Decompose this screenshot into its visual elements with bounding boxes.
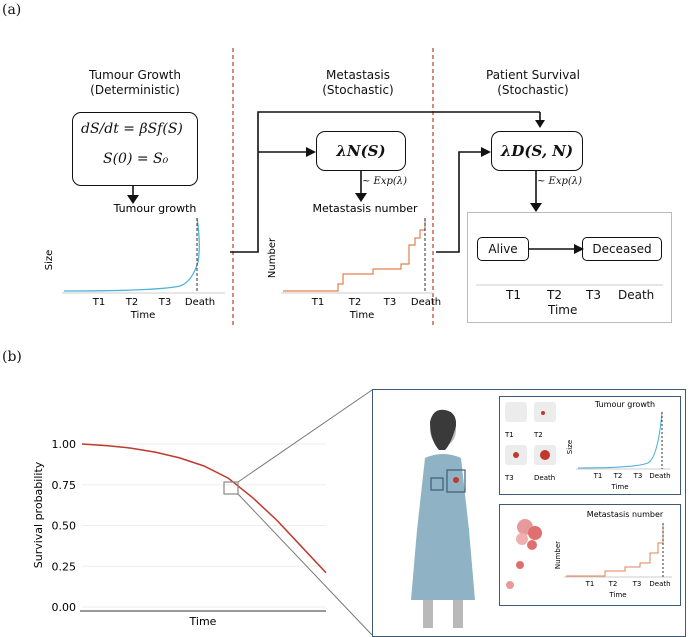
s-tick-death: Death: [618, 288, 655, 302]
ytick-label: 1.00: [52, 438, 77, 451]
metastasis-title-text: Metastasis: [326, 68, 390, 82]
survival-state-panel: Alive Deceased T1 T2 T3 Death Time: [467, 212, 672, 323]
survival-title: Patient Survival (Stochastic): [458, 68, 608, 98]
inset-tumour-curve: [577, 411, 663, 469]
inset-m-t2: T2: [608, 580, 618, 588]
panel-b-label: (b): [2, 349, 22, 365]
survival-grid: [82, 443, 326, 608]
equation-initial: S(0) = S₀: [103, 151, 169, 167]
metastasis-chart-xlabel: Time: [349, 310, 374, 321]
survival-xlabel: Time: [548, 303, 578, 317]
tumour-growth-subtitle: (Deterministic): [90, 83, 180, 97]
tumour-chart-xlabel: Time: [130, 310, 155, 321]
equation-growth: dS/dt = βSf(S): [81, 121, 183, 137]
metastasis-chart: Metastasis number Number T1 T2 T3 Death …: [267, 202, 441, 321]
patient-figure: [411, 409, 475, 628]
ytick-label: 0.50: [52, 520, 77, 533]
stage-t1: T1: [504, 431, 514, 439]
arrow-lambda-n-down: [355, 193, 367, 202]
inset-tumour-ylabel: Size: [566, 440, 574, 454]
s-tick-t3: T3: [586, 288, 601, 302]
inset-metastasis-ylabel: Number: [554, 541, 562, 569]
survival-yticks: 1.00 0.75 0.50 0.25 0.00: [52, 438, 77, 614]
zoom-lines: [237, 389, 373, 636]
zoom-box: [223, 481, 239, 495]
metastasis-subtitle: (Stochastic): [322, 83, 394, 97]
state-alive: Alive: [477, 237, 529, 261]
s-tick-t1: T1: [506, 288, 521, 302]
survival-chart: Survival probability 1.00 0.75 0.50 0.25 0.0…: [32, 438, 327, 628]
zoom-box-tumour: [446, 469, 466, 493]
inset-panel: T1 T2 T3 Death Tumour growth Size T1 T2 …: [372, 389, 686, 637]
arrow-lambda-d-head: [481, 147, 491, 157]
inset-tumour-title: Tumour growth: [594, 400, 655, 409]
tumour-growth-chart: Tumour growth Size T1 T2 T3 Death Time: [44, 202, 225, 321]
lambda-d-box: λD(S, N): [491, 131, 583, 171]
tick-death: Death: [185, 297, 215, 308]
arrow-lambda-n-head: [306, 147, 316, 157]
inset-t-t3: T3: [633, 472, 643, 480]
survival-title-text: Patient Survival: [486, 68, 580, 82]
metastasis-step-curve: [283, 218, 426, 292]
survival-ylabel: Survival probability: [32, 461, 45, 568]
ytick-label: 0.25: [52, 560, 77, 573]
arrow-lambda-d-top-head: [535, 120, 545, 128]
patient-gown: [411, 454, 475, 600]
panel-a-label: (a): [2, 2, 22, 18]
stage-t2: T2: [533, 431, 543, 439]
connector-to-lambda-d: [436, 151, 482, 253]
tumour-growth-title-text: Tumour Growth: [89, 68, 181, 82]
survival-subtitle: (Stochastic): [497, 83, 569, 97]
metastasis-title: Metastasis (Stochastic): [283, 68, 433, 98]
connector-top: [230, 111, 540, 253]
inset-t-t2: T2: [613, 472, 623, 480]
metastasis-exp-label: ~ Exp(λ): [362, 176, 408, 187]
cell-cluster-icon: [506, 519, 542, 589]
tumour-chart-ylabel: Size: [44, 250, 55, 271]
inset-m-death: Death: [649, 580, 670, 588]
survival-exp-label: ~ Exp(λ): [537, 176, 583, 187]
ytick-label: 0.00: [52, 601, 77, 614]
inset-metastasis-card: Metastasis number Number T1 T2 T3 Death …: [499, 504, 681, 606]
patient-hair: [430, 409, 457, 450]
equation-box: dS/dt = βSf(S) S(0) = S₀: [72, 112, 198, 186]
tumour-growth-title: Tumour Growth (Deterministic): [60, 68, 210, 98]
survival-curve: [81, 443, 327, 574]
inset-t-t1: T1: [593, 472, 603, 480]
inset-tumour-card: T1 T2 T3 Death Tumour growth Size T1 T2 …: [499, 396, 681, 495]
stage-death: Death: [534, 474, 555, 482]
inset-t-death: Death: [649, 472, 670, 480]
ytick-label: 0.75: [52, 479, 77, 492]
m-tick-t1: T1: [311, 297, 324, 308]
inset-m-t3: T3: [632, 580, 642, 588]
metastasis-chart-title: Metastasis number: [312, 202, 418, 215]
m-tick-t2: T2: [348, 297, 361, 308]
inset-m-t1: T1: [585, 580, 595, 588]
m-tick-t3: T3: [383, 297, 396, 308]
inset-tumour-xlabel: Time: [610, 483, 628, 491]
inset-metastasis-curve: [566, 523, 664, 577]
survival-xlabel-b: Time: [189, 615, 217, 628]
lambda-n-box: λN(S): [316, 131, 406, 171]
panel-a-connectors: [127, 48, 545, 328]
arrow-eq-head: [127, 195, 139, 204]
arrow-lambda-d-down: [530, 203, 542, 212]
stage-t3: T3: [504, 474, 514, 482]
tumour-chart-title: Tumour growth: [113, 202, 197, 215]
m-tick-death: Death: [411, 297, 441, 308]
tick-t2: T2: [125, 297, 138, 308]
inset-metastasis-xlabel: Time: [608, 591, 626, 599]
inset-metastasis-title: Metastasis number: [587, 510, 664, 519]
tick-t3: T3: [158, 297, 171, 308]
zoom-box-breast: [430, 477, 444, 491]
metastasis-chart-ylabel: Number: [267, 237, 278, 278]
state-deceased: Deceased: [582, 237, 662, 261]
tick-t1: T1: [92, 297, 105, 308]
s-tick-t2: T2: [547, 288, 562, 302]
tumour-growth-curve: [63, 217, 200, 292]
stage-icons: T1 T2 T3 Death: [504, 402, 556, 482]
